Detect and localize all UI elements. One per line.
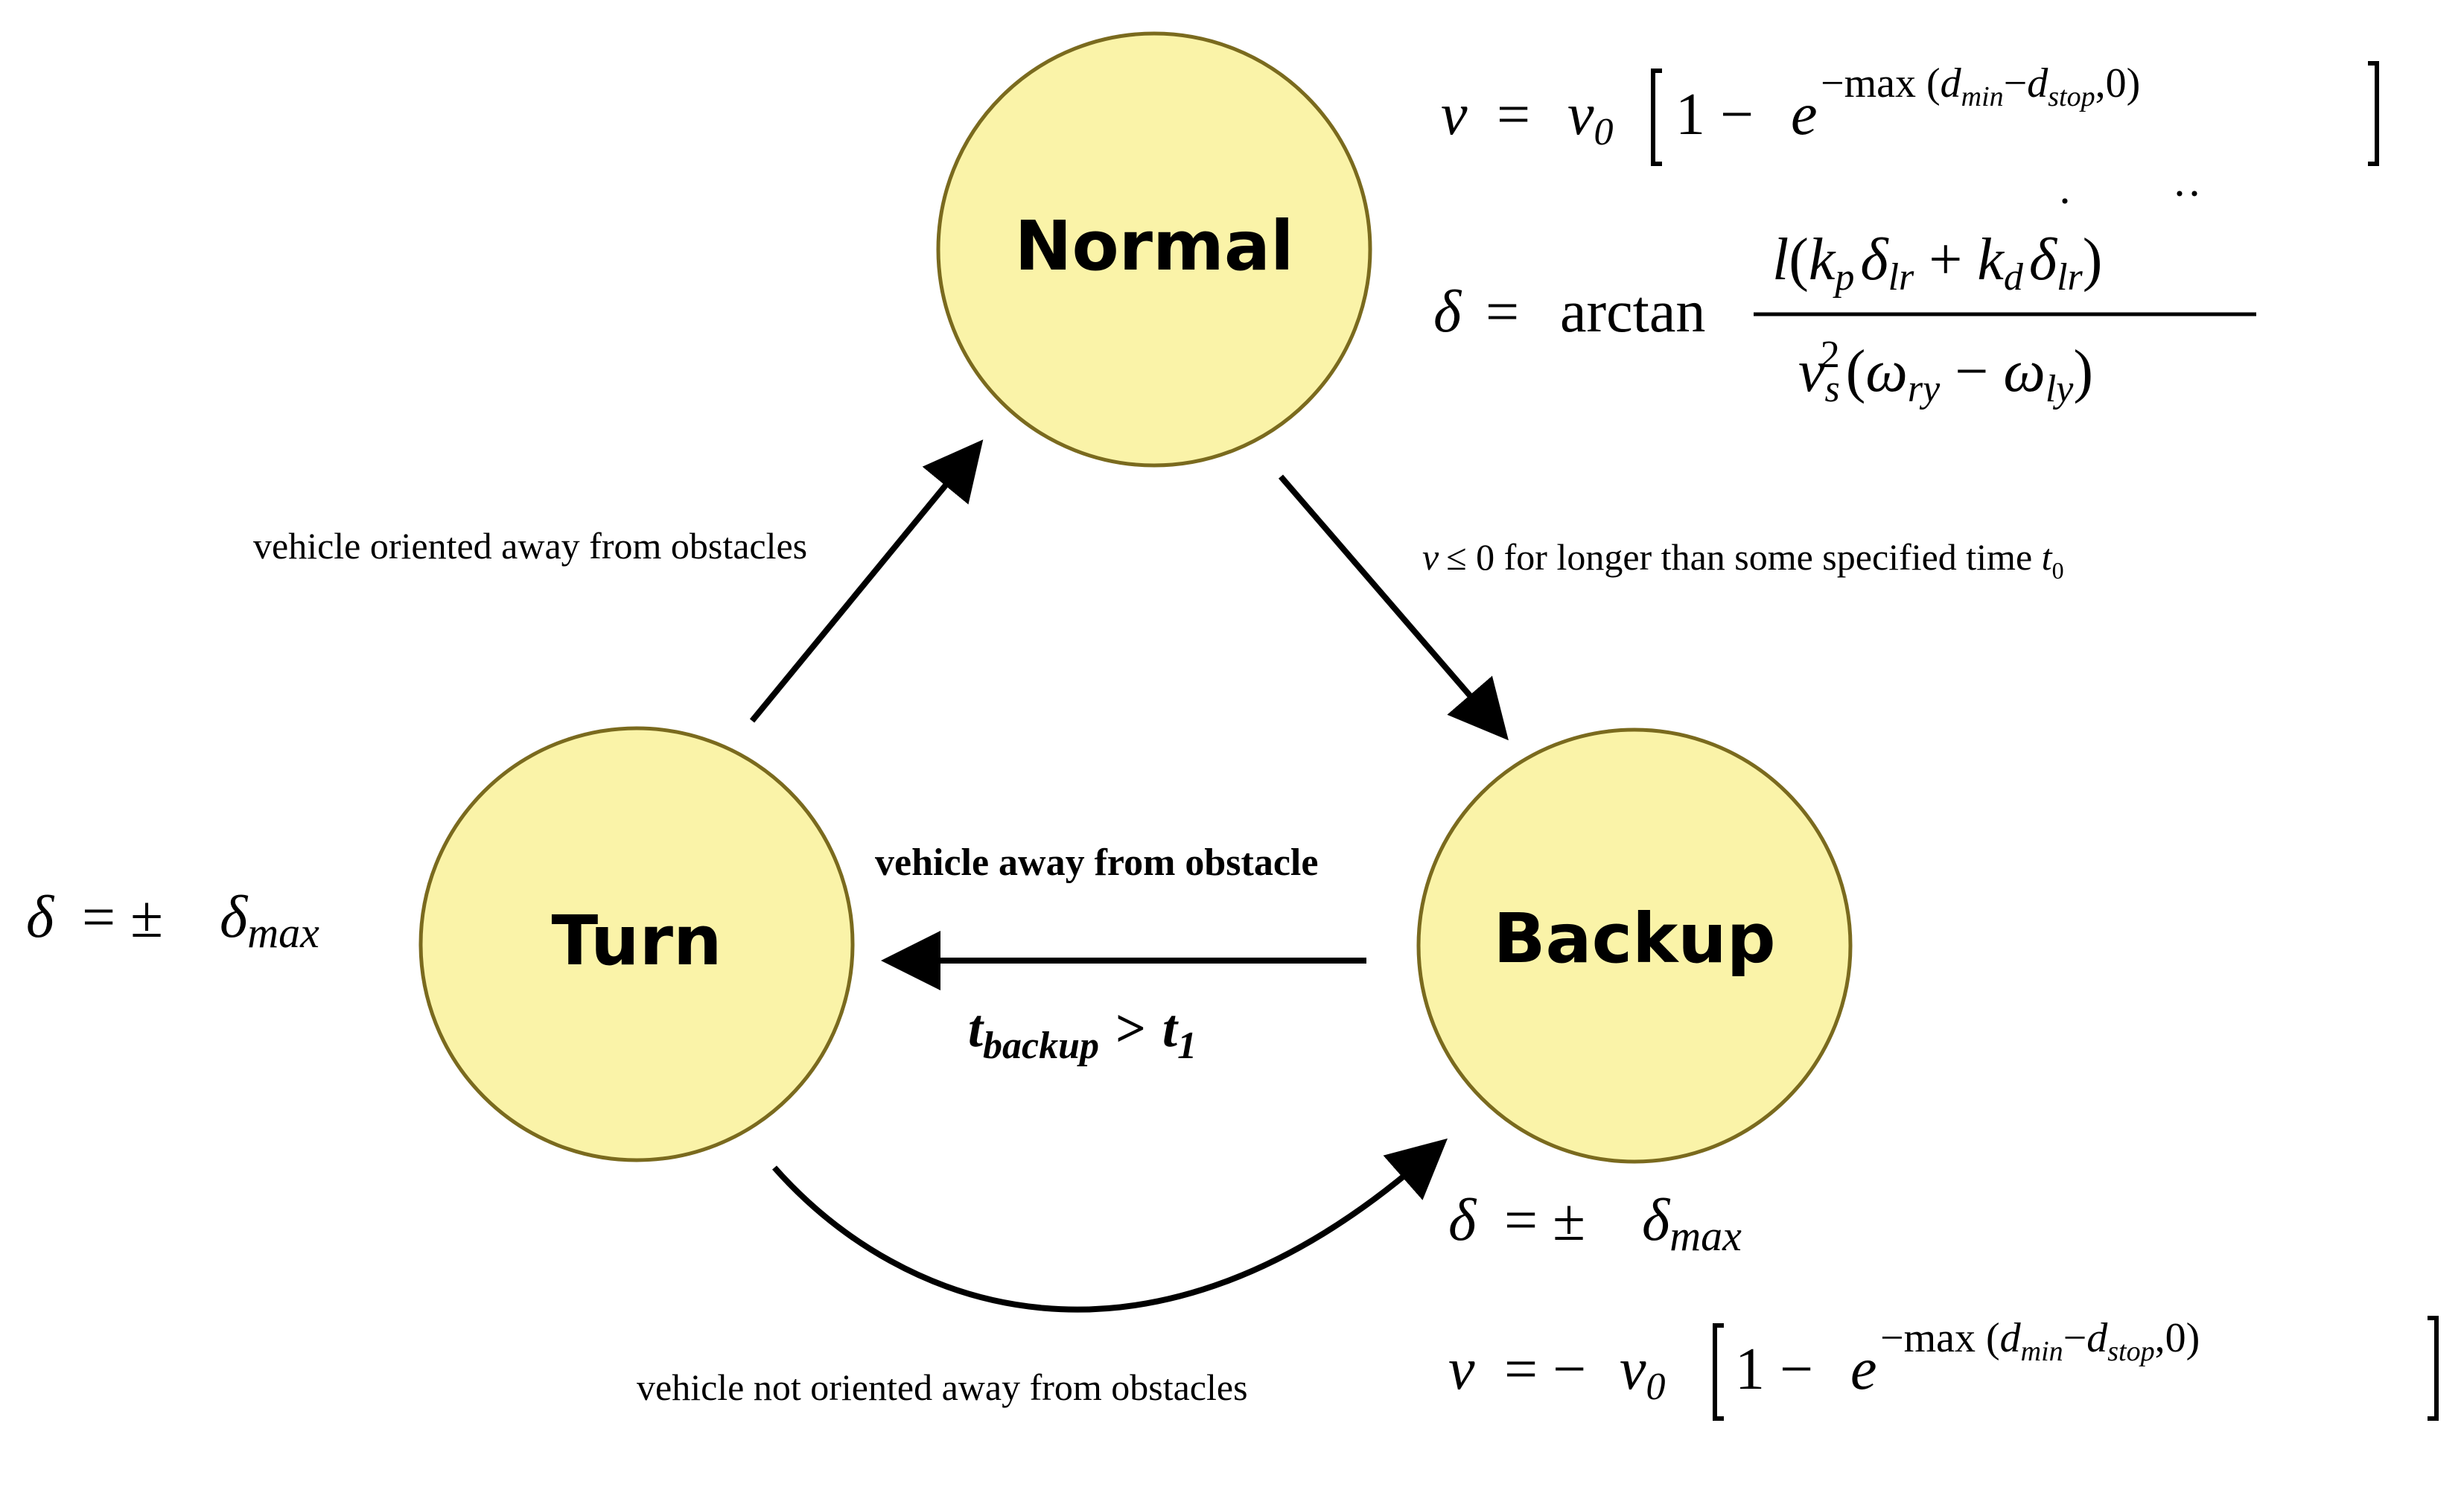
eq-backup-velocity: v = − v0 1 − e −max (dmin−dstop,0) bbox=[1448, 1315, 2439, 1421]
eq-bv-exp: −max (dmin−dstop,0) bbox=[1880, 1315, 2200, 1367]
eq-bv-v0: v0 bbox=[1620, 1337, 1666, 1408]
state-backup: Backup bbox=[1416, 728, 1853, 1164]
eq-ns-denominator: vs2(ωry−ωly) bbox=[1798, 334, 2093, 410]
eq-nv-lbracket bbox=[1651, 69, 1662, 166]
eq-ts-eq: = ± bbox=[82, 885, 163, 950]
label-tbackup-gt: > bbox=[1115, 999, 1146, 1058]
eq-backup-steering: δ = ± δmax bbox=[1448, 1188, 1742, 1260]
label-normal-to-backup-math-t: t bbox=[2042, 536, 2053, 578]
eq-ns-arctan: arctan bbox=[1560, 279, 1705, 345]
arrow-turn-to-normal bbox=[749, 439, 984, 723]
eq-bv-v: v bbox=[1448, 1337, 1475, 1402]
eq-nv-v: v bbox=[1441, 82, 1468, 147]
label-normal-to-backup: v≤ 0 for longer than some specified time… bbox=[1422, 536, 2064, 584]
state-turn-circle bbox=[418, 726, 855, 1162]
eq-nv-v0: v0 bbox=[1567, 82, 1614, 153]
eq-bv-one: 1 − bbox=[1735, 1337, 1813, 1402]
eq-bv-lbracket bbox=[1713, 1323, 1724, 1421]
eq-ns-dot: · bbox=[2057, 176, 2072, 226]
state-backup-circle bbox=[1416, 728, 1853, 1164]
state-normal: Normal bbox=[936, 31, 1372, 468]
label-normal-to-backup-math-v: v bbox=[1422, 536, 1439, 578]
label-turn-to-normal: vehicle oriented away from obstacles bbox=[253, 525, 807, 567]
eq-nv-eq: = bbox=[1497, 82, 1530, 147]
state-normal-label: Normal bbox=[1014, 206, 1293, 286]
eq-bs-delta: δ bbox=[1448, 1188, 1477, 1253]
label-normal-to-backup-text: ≤ 0 for longer than some specified time bbox=[1446, 536, 2041, 578]
eq-ns-eq: = bbox=[1486, 279, 1519, 345]
eq-turn-steering: δ = ± δmax bbox=[26, 885, 319, 957]
label-turn-to-backup: vehicle not oriented away from obstacles bbox=[637, 1366, 1248, 1408]
label-backup-to-turn-top: vehicle away from obstacle bbox=[875, 841, 1318, 884]
arrow-normal-to-backup bbox=[1278, 474, 1509, 741]
state-normal-circle bbox=[936, 31, 1372, 468]
eq-ts-delta-max: δmax bbox=[220, 885, 319, 957]
eq-bs-delta-max: δmax bbox=[1642, 1188, 1742, 1260]
state-turn: Turn bbox=[418, 726, 855, 1162]
eq-nv-e: e bbox=[1791, 82, 1818, 147]
label-backup-to-turn-bottom: tbackup>t1 bbox=[968, 999, 1197, 1067]
label-t1-t: t bbox=[1162, 999, 1179, 1058]
eq-bv-e: e bbox=[1850, 1337, 1877, 1402]
label-tbackup-sub: backup bbox=[983, 1025, 1099, 1067]
eq-ts-delta: δ bbox=[26, 885, 55, 950]
eq-nv-rbracket bbox=[2368, 61, 2379, 166]
eq-ns-delta: δ bbox=[1433, 279, 1462, 345]
label-t1-sub: 1 bbox=[1177, 1025, 1197, 1067]
label-normal-to-backup-sub: 0 bbox=[2052, 557, 2064, 584]
eq-ns-ddot: ·· bbox=[2172, 169, 2202, 218]
eq-bv-rbracket bbox=[2428, 1316, 2439, 1421]
eq-normal-velocity: v = v0 1 − e −max (dmin−dstop,0) bbox=[1441, 60, 2379, 166]
state-turn-label: Turn bbox=[551, 901, 722, 981]
eq-nv-exp: −max (dmin−dstop,0) bbox=[1821, 60, 2140, 112]
eq-nv-one: 1 − bbox=[1675, 82, 1754, 147]
eq-bv-eq: = − bbox=[1504, 1337, 1586, 1402]
label-tbackup-t: t bbox=[968, 999, 984, 1058]
eq-bs-eq: = ± bbox=[1504, 1188, 1585, 1253]
arrow-turn-to-backup bbox=[772, 1138, 1448, 1313]
state-backup-label: Backup bbox=[1493, 899, 1775, 978]
